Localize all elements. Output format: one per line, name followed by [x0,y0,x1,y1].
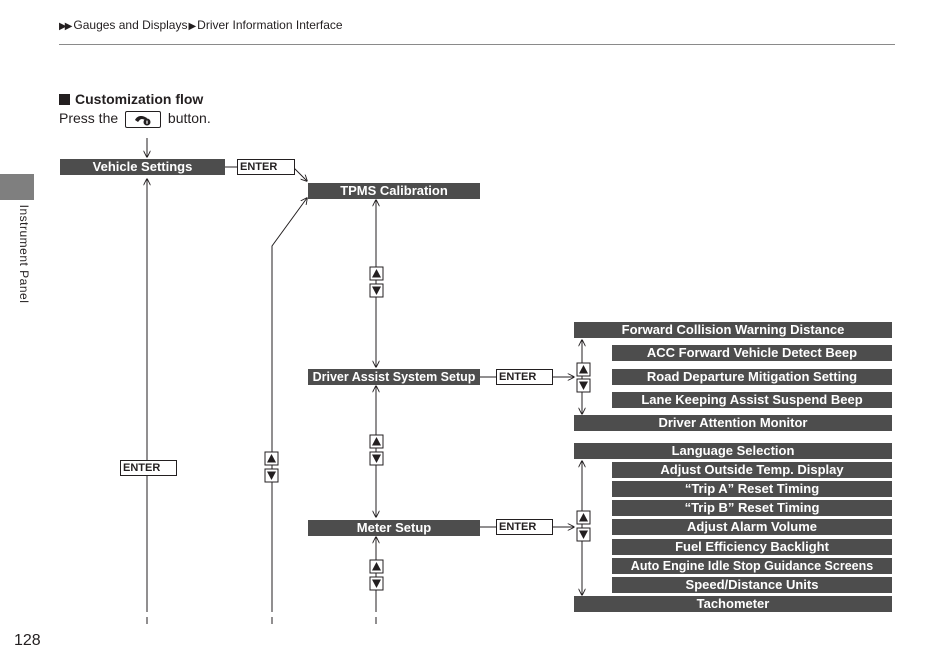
section-heading: Customization flow [59,91,203,107]
down-triangle-icon [372,579,381,588]
down-triangle-icon [579,381,588,390]
updown-meter [369,559,384,591]
da-item-forward-collision[interactable]: Forward Collision Warning Distance [574,322,892,338]
updown-meter-list [576,510,591,542]
up-triangle-icon [372,269,381,278]
enter-button-1[interactable]: ENTER [237,159,295,175]
header-rule [59,44,895,45]
node-driver-assist[interactable]: Driver Assist System Setup [308,369,480,385]
updown-da [369,434,384,466]
node-tpms-calibration[interactable]: TPMS Calibration [308,183,480,199]
updown-tpms [369,266,384,298]
instruction: Press the button. [59,110,211,128]
scroll-indicators [264,266,591,591]
tpms-return-line [271,198,307,612]
enter-button-left[interactable]: ENTER [120,460,177,476]
meter-item-alarm-volume[interactable]: Adjust Alarm Volume [612,519,892,535]
meter-item-trip-a[interactable]: “Trip A” Reset Timing [612,481,892,497]
enter-button-meter[interactable]: ENTER [496,519,553,535]
da-item-acc-beep[interactable]: ACC Forward Vehicle Detect Beep [612,345,892,361]
down-triangle-icon [267,471,276,480]
node-meter-setup[interactable]: Meter Setup [308,520,480,536]
double-triangle-icon: ▶▶ [59,21,72,32]
enter-button-da[interactable]: ENTER [496,369,553,385]
meter-item-language[interactable]: Language Selection [574,443,892,459]
instruction-after: button. [167,110,211,126]
up-triangle-icon [372,437,381,446]
up-triangle-icon [372,562,381,571]
down-triangle-icon [372,286,381,295]
node-vehicle-settings[interactable]: Vehicle Settings [60,159,225,175]
enter-tpms-arrow [292,166,307,181]
meter-item-speed-units[interactable]: Speed/Distance Units [612,577,892,593]
down-triangle-icon [579,530,588,539]
square-bullet-icon [59,94,70,105]
section-heading-text: Customization flow [75,91,204,107]
breadcrumb-item-gauges[interactable]: Gauges and Displays [73,18,188,32]
updown-da-list [576,362,591,393]
meter-item-fuel-backlight[interactable]: Fuel Efficiency Backlight [612,539,892,555]
side-tab [0,174,34,200]
da-item-driver-attention[interactable]: Driver Attention Monitor [574,415,892,431]
meter-item-outside-temp[interactable]: Adjust Outside Temp. Display [612,462,892,478]
up-triangle-icon [579,365,588,374]
breadcrumb: ▶▶Gauges and Displays▶Driver Information… [59,18,343,32]
instruction-before: Press the [59,110,119,126]
da-item-lane-keeping[interactable]: Lane Keeping Assist Suspend Beep [612,392,892,408]
meter-item-idle-stop[interactable]: Auto Engine Idle Stop Guidance Screens [612,558,892,574]
breadcrumb-item-dii[interactable]: Driver Information Interface [197,18,343,32]
triangle-icon: ▶ [188,21,197,32]
updown-left [264,451,279,483]
meter-item-tachometer[interactable]: Tachometer [574,596,892,612]
info-button-icon [125,111,162,128]
da-item-road-departure[interactable]: Road Departure Mitigation Setting [612,369,892,385]
page-number: 128 [14,632,41,649]
down-triangle-icon [372,454,381,463]
meter-item-trip-b[interactable]: “Trip B” Reset Timing [612,500,892,516]
up-triangle-icon [267,454,276,463]
up-triangle-icon [579,513,588,522]
